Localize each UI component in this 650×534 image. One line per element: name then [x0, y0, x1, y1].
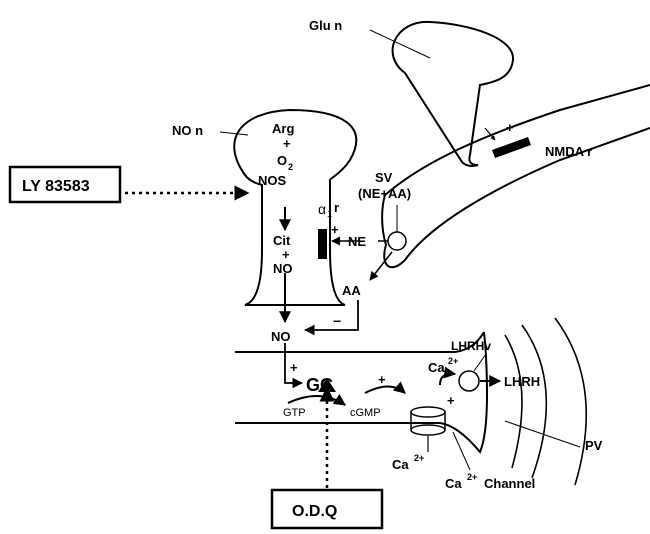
glu-neuron-label: Glu n [309, 18, 342, 33]
sv-label: SV [375, 170, 393, 185]
aa-inhibition-minus: − [333, 313, 341, 329]
portal-vessel-outer [555, 318, 586, 485]
alpha1-plus: + [331, 222, 339, 237]
plus-arg-o2: + [283, 136, 291, 151]
nmda-receptor-label: NMDA r [545, 144, 592, 159]
o2-label: O [277, 153, 287, 168]
lhrh-label: LHRH [504, 374, 540, 389]
ly83583-label: LY 83583 [22, 178, 90, 195]
glu-neuron-outline [393, 22, 513, 166]
aa-label: AA [342, 283, 361, 298]
alpha1-label-alpha: α [318, 201, 326, 217]
channel-ca-label: Ca [445, 476, 462, 491]
cgmp-to-channel-arc [365, 387, 405, 394]
gc-label: GC [306, 375, 333, 395]
sv-contents-label: (NE+AA) [358, 186, 411, 201]
cit-label: Cit [273, 233, 291, 248]
ca-channel-top [411, 407, 445, 417]
ca-channel-bottom [411, 425, 445, 435]
lhrhv-leader [474, 354, 486, 371]
plus-cit-no: + [282, 247, 290, 262]
lhrh-terminal-bottom [235, 332, 487, 452]
ca-top-sup: 2+ [448, 356, 458, 366]
gtp-to-cgmp-arc [288, 396, 345, 405]
nmda-plus: + [506, 120, 514, 135]
lhrhv-label: LHRHv [451, 339, 491, 353]
synaptic-vesicle [388, 232, 406, 250]
nos-label: NOS [258, 173, 287, 188]
nmda-receptor [492, 137, 531, 158]
pv-label: PV [585, 438, 603, 453]
cgmp-plus: + [378, 372, 386, 387]
no-neuron-label: NO n [172, 123, 203, 138]
alpha1-label-r: r [334, 200, 339, 215]
portal-vessel-inner [505, 335, 522, 468]
channel-plus: + [447, 393, 455, 408]
ca-to-vesicle-arc [440, 374, 455, 385]
arg-label: Arg [272, 121, 294, 136]
channel-word-label: Channel [484, 476, 535, 491]
ne-label: NE [348, 234, 366, 249]
cgmp-label: cGMP [350, 407, 381, 419]
ca-top-label: Ca [428, 360, 445, 375]
no-label-leader [220, 132, 248, 135]
portal-vessel-middle [522, 325, 546, 478]
lhrh-vesicle [459, 371, 479, 391]
odq-label: O.D.Q [292, 503, 337, 520]
alpha1-label-sub: 1 [327, 209, 332, 219]
ca-bottom-label: Ca [392, 457, 409, 472]
glu-label-leader [370, 30, 430, 58]
no-terminal-label: NO [271, 329, 291, 344]
no-gc-plus: + [290, 360, 298, 375]
no-product-label: NO [273, 261, 293, 276]
alpha1-receptor [318, 229, 327, 259]
channel-ca-sup: 2+ [467, 472, 477, 482]
ca-bottom-sup: 2+ [414, 453, 424, 463]
o2-subscript: 2 [288, 162, 293, 172]
gtp-label: GTP [283, 407, 306, 419]
